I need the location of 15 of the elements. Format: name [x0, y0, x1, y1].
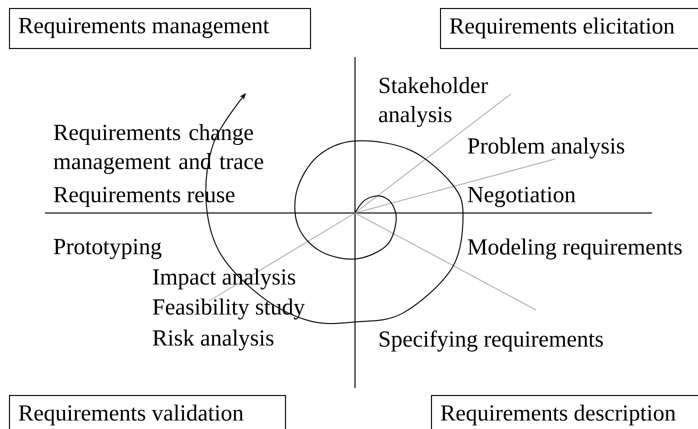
activity-label: Risk analysis — [152, 330, 274, 350]
phase-title: Requirements description — [440, 404, 676, 426]
activity-label: Negotiation — [468, 186, 576, 208]
phase-box — [9, 8, 311, 49]
activity-label: Problem analysis — [468, 138, 624, 158]
phase-title: Requirements elicitation — [450, 18, 674, 38]
activity-label: Stakeholder analysis — [379, 77, 488, 127]
phase-title: Requirements validation — [18, 404, 244, 426]
activity-label: Prototyping — [54, 238, 162, 260]
phase-box — [431, 395, 698, 429]
phase-box — [440, 8, 698, 49]
activity-label: Modeling requirements — [468, 238, 682, 260]
phase-box — [9, 395, 286, 429]
phase-title: Requirements management — [18, 18, 270, 38]
activity-label: Specifying requirements — [380, 330, 603, 352]
